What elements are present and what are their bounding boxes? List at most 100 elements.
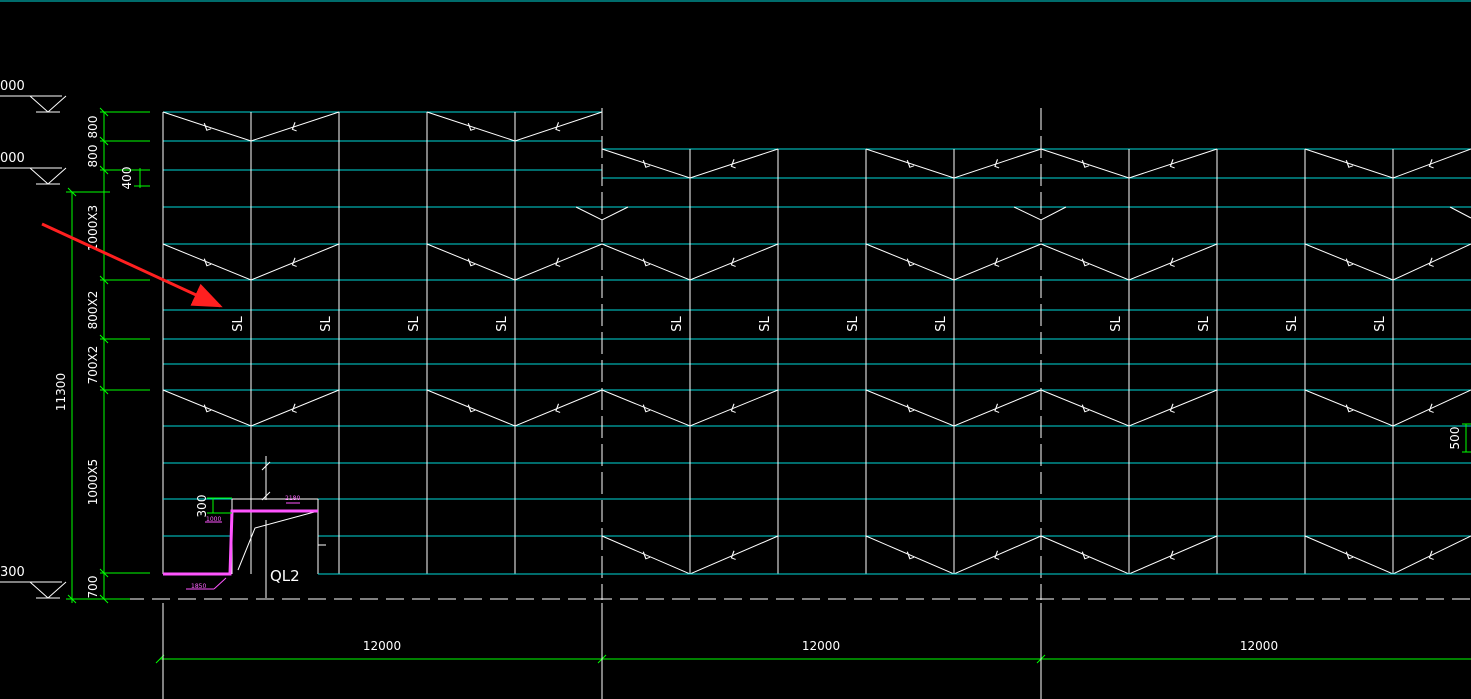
vertical-grid-lines <box>162 108 1394 600</box>
v-brace <box>1304 389 1471 427</box>
brace-l-mark: L <box>1427 548 1438 563</box>
brace-l-mark: L <box>729 401 740 416</box>
brace-l-mark: L <box>1080 255 1091 270</box>
small-v-mark <box>1013 206 1067 221</box>
brace-l-mark: L <box>1080 548 1091 563</box>
level-marker-top: 000 <box>0 79 67 113</box>
brace-l-mark: L <box>992 157 1003 172</box>
sl-label: SL <box>934 315 949 331</box>
brace-l-mark: L <box>290 120 301 135</box>
small-v-mark <box>575 206 629 221</box>
v-brace <box>865 389 1042 427</box>
sl-label: SL <box>1373 315 1388 331</box>
dim-800-a: 800 <box>86 116 100 139</box>
level-text-mid: 000 <box>0 151 25 166</box>
v-brace <box>1304 535 1471 575</box>
v-brace <box>162 111 340 142</box>
brace-l-mark: L <box>641 255 652 270</box>
brace-l-mark: L <box>1344 548 1355 563</box>
v-brace <box>1040 148 1218 179</box>
brace-l-mark: L <box>553 401 564 416</box>
opening-dimension-300 <box>207 497 232 514</box>
v-brace <box>1040 243 1218 281</box>
sl-label: SL <box>407 315 422 331</box>
brace-l-mark: L <box>553 255 564 270</box>
left-dimension-chain <box>66 107 150 604</box>
dim-1000x5: 1000X5 <box>86 459 100 505</box>
brace-l-mark: L <box>1344 157 1355 172</box>
brace-l-mark: L <box>729 157 740 172</box>
sl-label: SL <box>846 315 861 331</box>
v-brace <box>162 389 340 427</box>
brace-l-mark: L <box>202 255 213 270</box>
brace-l-mark: L <box>553 120 564 135</box>
dim-total-11300: 11300 <box>54 373 68 411</box>
bottom-dimension-chain <box>155 654 1471 664</box>
brace-l-mark: L <box>1427 157 1438 172</box>
dim-300: 300 <box>195 495 209 518</box>
brace-l-mark: L <box>1168 548 1179 563</box>
v-brace <box>426 243 603 281</box>
brace-l-mark: L <box>1168 157 1179 172</box>
brace-l-mark: L <box>641 401 652 416</box>
sl-label: SL <box>495 315 510 331</box>
brace-l-mark: L <box>1427 255 1438 270</box>
dim-700x2: 700X2 <box>86 346 100 385</box>
dim-800x2: 800X2 <box>86 291 100 330</box>
level-marker-mid: 000 <box>0 151 67 185</box>
dim-bay-2: 12000 <box>802 639 840 653</box>
opening-detail <box>163 456 1471 598</box>
v-brace <box>601 243 779 281</box>
brace-l-mark: L <box>729 548 740 563</box>
tag-ql2: QL2 <box>270 567 300 585</box>
tiny-label-1850: 1850 <box>191 583 206 590</box>
small-v-mark <box>1449 206 1471 219</box>
brace-l-mark: L <box>466 401 477 416</box>
dim-800-b: 800 <box>86 145 100 168</box>
brace-l-mark: L <box>905 548 916 563</box>
brace-l-mark: L <box>290 401 301 416</box>
horizontal-grid-lines <box>163 111 1471 537</box>
brace-l-mark: L <box>992 255 1003 270</box>
v-brace <box>601 148 779 179</box>
brace-l-mark: L <box>905 401 916 416</box>
brace-l-mark: L <box>1080 157 1091 172</box>
v-brace <box>162 243 340 281</box>
brace-l-mark: L <box>466 255 477 270</box>
brace-l-mark: L <box>641 548 652 563</box>
brace-l-mark: L <box>992 401 1003 416</box>
dim-1000x3: 1000X3 <box>86 205 100 251</box>
dim-700: 700 <box>86 576 100 599</box>
brace-l-mark: L <box>1168 401 1179 416</box>
right-dimension <box>1462 423 1471 453</box>
v-brace <box>1040 389 1218 427</box>
diagonal-braces <box>162 111 1471 575</box>
red-annotation-arrow <box>41 222 223 308</box>
level-text-top: 000 <box>0 79 25 94</box>
level-text-bottom: 300 <box>0 565 25 580</box>
sl-label: SL <box>670 315 685 331</box>
dim-bay-1: 12000 <box>363 639 401 653</box>
brace-l-mark: L <box>202 401 213 416</box>
v-brace <box>1304 148 1471 179</box>
v-brace <box>426 389 603 427</box>
dim-400: 400 <box>120 167 134 190</box>
v-brace <box>1304 243 1471 281</box>
sl-label: SL <box>1197 315 1212 331</box>
brace-l-mark: L <box>729 255 740 270</box>
sl-label: SL <box>319 315 334 331</box>
dim-500: 500 <box>1448 427 1462 450</box>
sl-label: SL <box>758 315 773 331</box>
brace-l-mark: L <box>1168 255 1179 270</box>
brace-l-mark: L <box>1344 401 1355 416</box>
brace-l-mark: L <box>290 255 301 270</box>
tiny-label-1000: 1000 <box>206 516 221 523</box>
v-brace <box>865 243 1042 281</box>
brace-l-mark: L <box>202 120 213 135</box>
sl-label: SL <box>231 315 246 331</box>
v-brace <box>601 389 779 427</box>
tiny-label-2180: 2180 <box>285 495 300 502</box>
